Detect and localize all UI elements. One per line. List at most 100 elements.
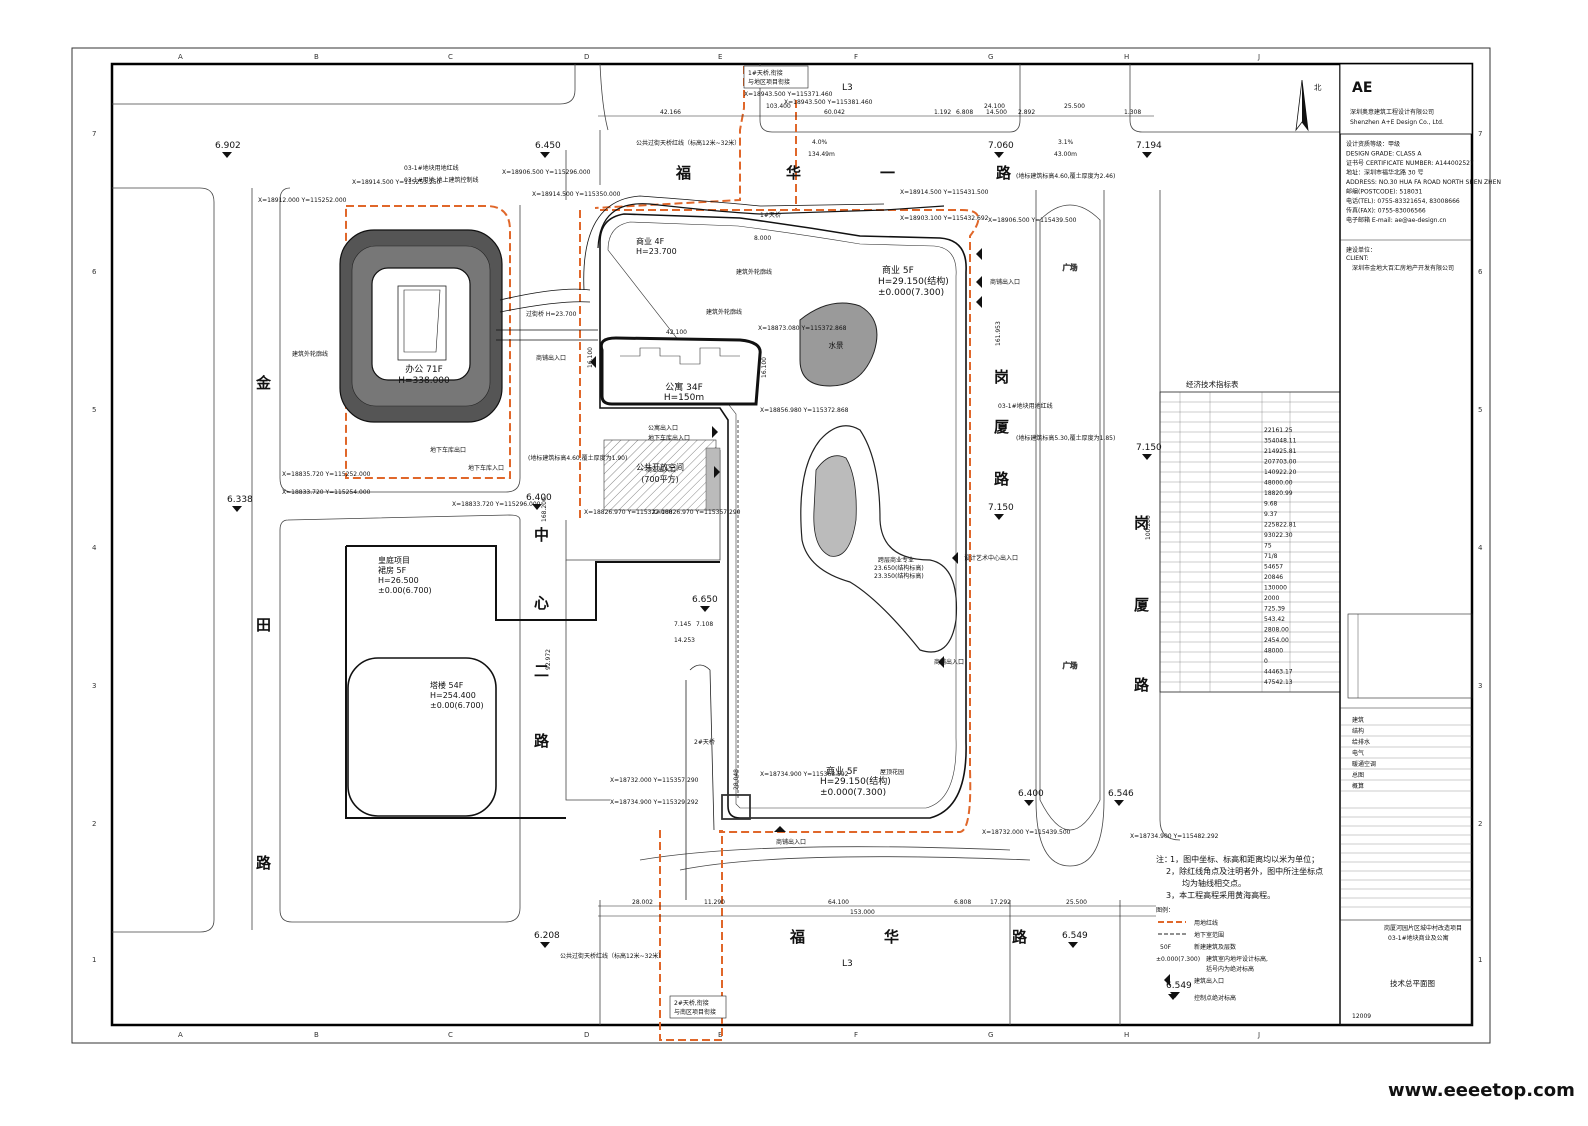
- grid-letter: A: [178, 53, 183, 61]
- tech-value: 2454.00: [1264, 637, 1289, 644]
- grid-number: 6: [92, 268, 97, 276]
- tech-value: 48000: [1264, 648, 1283, 655]
- elevation-marker: [540, 152, 550, 158]
- tech-value: 18820.99: [1264, 490, 1293, 497]
- grid-letter: A: [178, 1031, 183, 1039]
- elevation-marker: [994, 514, 1004, 520]
- dim-top: 42.166: [660, 109, 681, 116]
- dim-vertical: 161.953: [995, 321, 1002, 346]
- grid-number: 4: [92, 544, 97, 552]
- tech-value: 75: [1264, 543, 1272, 550]
- road-jintian-char: 路: [256, 854, 272, 872]
- garden-label: 屋顶花园: [880, 768, 904, 776]
- coord: X=18833.720 Y=115296.000: [452, 501, 541, 508]
- legend-item: 用地红线: [1194, 919, 1218, 927]
- dim-bottom: 11.290: [704, 899, 725, 906]
- road-gangsha-b-char: 厦: [1134, 596, 1150, 614]
- grid-number: 1: [1478, 956, 1482, 964]
- elevation-note: (地标建筑标高4.60,覆土厚度为1.90): [528, 454, 627, 462]
- entry-label: 商铺出入口: [536, 354, 566, 362]
- tech-value: 9.37: [1264, 511, 1278, 518]
- title-block: AE 深圳奥意建筑工程设计有限公司 Shenzhen A+E Design Co…: [1339, 63, 1501, 1026]
- elevation-note-top: (地标建筑标高4.60,覆土厚度为2.46): [1016, 172, 1115, 180]
- commercial-top-level: ±0.000(7.300): [878, 288, 944, 298]
- entry-label: 商铺出入口: [776, 838, 806, 846]
- elevation-marker: [1068, 942, 1078, 948]
- dim-vertical: 16.100: [587, 347, 594, 368]
- legend-item: 控制点绝对标高: [1194, 994, 1236, 1002]
- grid-letter: B: [314, 1031, 319, 1039]
- public-space-label: 公共开放空间: [636, 462, 684, 472]
- elevation-marker: [1142, 454, 1152, 460]
- grid-number: 5: [92, 406, 96, 414]
- road-zhongxin-char: 二: [534, 662, 549, 680]
- grid-letter: J: [1257, 53, 1260, 61]
- commercial-entry: 商业出入口: [646, 466, 676, 474]
- section-mark: L3: [842, 83, 853, 93]
- grid-number: 5: [1478, 406, 1482, 414]
- drawing-title: 技术总平面图: [1390, 978, 1435, 988]
- dim-top: 25.500: [1064, 103, 1085, 110]
- coord: X=18906.500 Y=115296.000: [502, 169, 591, 176]
- tech-value: 44463.17: [1264, 669, 1293, 676]
- tech-value: 93022.30: [1264, 532, 1293, 539]
- tower71-label: 办公 71F: [405, 363, 443, 375]
- coord: X=18906.500 Y=115439.500: [988, 217, 1077, 224]
- grid-letter: F: [854, 1031, 858, 1039]
- bridge2-label: 2#天桥: [694, 738, 715, 746]
- legend-item: 新建建筑及层数: [1194, 943, 1236, 951]
- water-feature: 水景: [799, 302, 878, 387]
- grid-numbers-right: 1 2 3 4 5 6 7: [1478, 130, 1483, 964]
- company-info-line: 地址：深圳市福华北路 30 号: [1346, 169, 1423, 177]
- elevation-marker: [1114, 800, 1124, 806]
- road-fuhua-char: 福: [675, 164, 691, 182]
- garage-entry-2: 地下车库入口: [468, 464, 504, 472]
- slope-pct: 4.0%: [812, 139, 828, 146]
- grid-number: 3: [1478, 682, 1482, 690]
- road-zhongxin-char: 路: [534, 732, 550, 750]
- discipline-row: 暖通空调: [1352, 760, 1376, 768]
- elevation-label: 6.549: [1166, 981, 1192, 991]
- elevation-marker: [222, 152, 232, 158]
- podium-height: H=23.700: [636, 247, 677, 256]
- garage-exit: 地下车库出口: [430, 446, 466, 454]
- grid-number: 4: [1478, 544, 1483, 552]
- coord: X=18732.000 Y=115357.290: [610, 777, 699, 784]
- discipline-row: 建筑: [1352, 716, 1364, 724]
- road-gangsha-b-char: 岗: [1134, 514, 1149, 532]
- company-info-line: 设计资质等级：甲级: [1346, 140, 1400, 148]
- coord: X=18914.500 Y=115431.500: [900, 189, 989, 196]
- commercial-top-label: 商业 5F: [882, 264, 914, 276]
- grid-letter: J: [1257, 1031, 1260, 1039]
- coord: X=18732.000 Y=115439.500: [982, 829, 1071, 836]
- grid-letter: E: [718, 1031, 722, 1039]
- structural-elev: 23.650(结构标高): [874, 564, 924, 572]
- road-fuhua-char: 华: [786, 164, 801, 182]
- elevation-marker: [994, 152, 1004, 158]
- elevation-label: 7.060: [988, 141, 1014, 151]
- slope-len: 134.49m: [808, 151, 835, 158]
- grid-letter: H: [1124, 53, 1129, 61]
- coord: X=18914.500 Y=115350.000: [532, 191, 621, 198]
- grid-number: 6: [1478, 268, 1483, 276]
- coord: X=18912.000 Y=115252.000: [258, 197, 347, 204]
- elevation-marker: [532, 504, 542, 510]
- elevation-label: 6.546: [1108, 789, 1134, 799]
- company-info-line: 电子邮箱 E-mail: ae@ae-design.cn: [1346, 216, 1447, 224]
- tech-value: 2808.00: [1264, 627, 1289, 634]
- legend-entry-icon: [1164, 974, 1170, 986]
- elevation-label: 7.150: [1136, 443, 1162, 453]
- grid-letter: C: [448, 1031, 453, 1039]
- legend-item: 建筑出入口: [1194, 977, 1224, 985]
- elevation-marker: [700, 606, 710, 612]
- tech-value: 225822.81: [1264, 522, 1297, 529]
- road-names: 金 田 路 福 华 一 路 福 华 路 中 心 二 路 岗 厦 路 岗 厦 路: [255, 164, 1150, 946]
- road-gangsha-char: 厦: [994, 418, 1010, 436]
- elevation-marker: [540, 942, 550, 948]
- annotations: 03-1#地块用地红线 03-1#用地 地上建筑控制线 03-1#地块用地红线 …: [292, 83, 1152, 969]
- dim-vertical: 168.200: [541, 497, 548, 522]
- tech-value: 0: [1264, 658, 1268, 665]
- discipline-row: 总图: [1352, 771, 1364, 779]
- company-name-cn: 深圳奥意建筑工程设计有限公司: [1350, 108, 1434, 116]
- redline-label: 03-1#地块用地红线: [404, 164, 459, 172]
